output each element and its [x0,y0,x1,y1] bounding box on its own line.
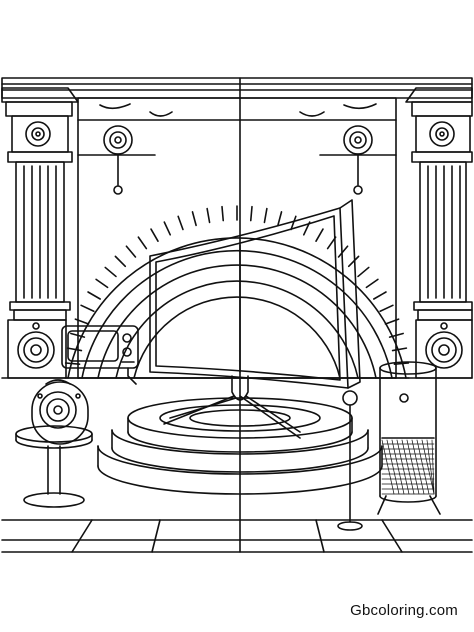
grille-line [407,440,419,494]
watermark: Gbcoloring.com [350,602,458,619]
arch-tick [385,319,398,324]
arch-tick [251,207,252,221]
arch-tick [126,246,135,257]
arch-tick [178,216,183,229]
grille-line [382,440,394,494]
arch-tick [264,209,266,223]
column-icon [2,88,78,320]
arch-tick [96,279,107,287]
arch-tick [380,305,393,311]
arch-tick [393,348,407,350]
speaker-icon [416,320,472,378]
arch-tick [316,229,323,241]
wall-ornament-top-left [100,104,172,116]
floor [2,378,472,552]
arch-tick [138,237,146,248]
speaker-icon [8,320,66,378]
grille-line [397,440,409,494]
smart-speaker-grille [382,440,434,494]
wall-medallion-left [104,126,132,194]
arch-tick [207,209,209,223]
arch-tick [68,348,82,350]
arch-tick [88,292,100,299]
arch-tick [75,319,88,324]
column-icon [406,88,472,320]
arch-tick [81,305,94,311]
arch-ticks [65,206,409,378]
arch-tick [339,246,348,257]
round-platform-icon [98,398,382,494]
grille-line [402,440,414,494]
curved-monitor-icon [150,200,360,438]
arch-tick [105,267,116,276]
arch-tick [115,256,125,266]
arch-tick [164,222,170,235]
grille-line [417,440,429,494]
retro-tv-icon [62,326,138,384]
arch-icon [68,238,406,378]
arch-tick [394,363,408,364]
wall-ornament-top-right [300,104,376,116]
arch-tick [192,212,196,226]
back-wall [2,78,472,378]
arch-tick [291,216,296,229]
arch-tick [390,333,404,337]
grille-line [392,440,404,494]
arch-tick [222,207,223,221]
webcam-icon [32,380,88,444]
arch-tick [278,212,282,226]
wall-medallion-right [344,126,372,194]
arch-tick [151,229,158,241]
mic-stand-icon [338,391,362,530]
arch-tick [66,363,80,364]
side-table [16,426,92,507]
arch-tick [349,256,359,266]
arch-tick [71,333,85,337]
grille-line [412,440,424,494]
arch-tick [358,267,369,276]
arch-tick [366,279,377,287]
smart-speaker-icon [378,362,440,514]
arch-tick [374,292,386,299]
grille-line [387,440,399,494]
